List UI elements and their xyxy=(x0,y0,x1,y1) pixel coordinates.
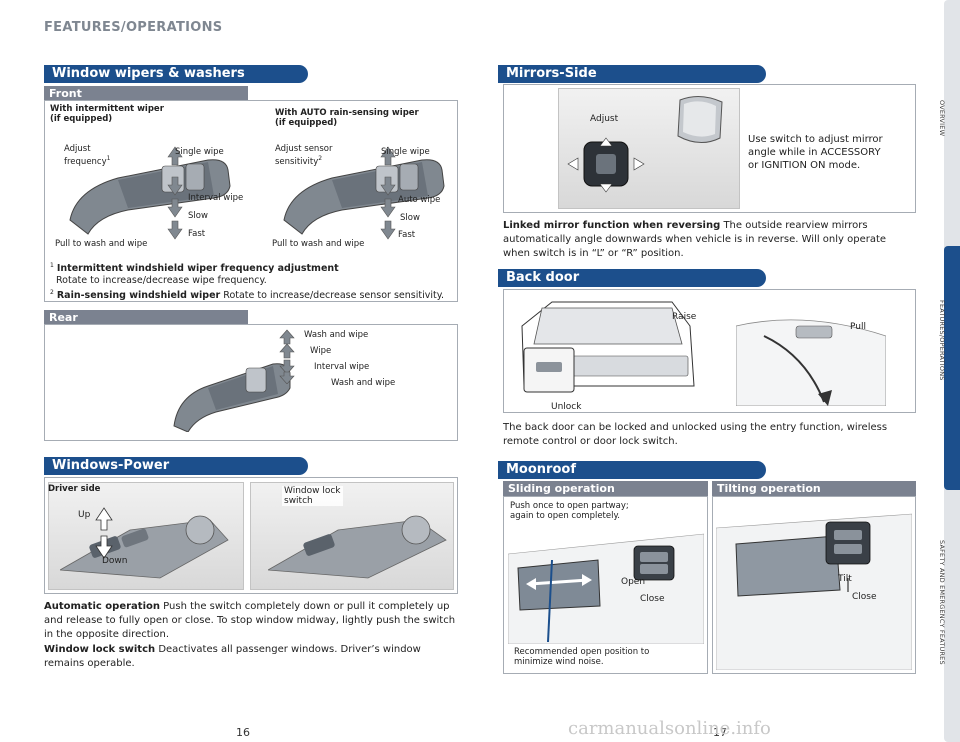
front-subbar: Front xyxy=(44,86,248,101)
intermittent-wiper-stalk-illustration xyxy=(69,159,231,235)
lock-door-illustration xyxy=(268,515,447,579)
adjust-sensor-line1: Adjust sensor xyxy=(275,144,333,154)
slow-label-left: Slow xyxy=(188,211,208,221)
footnote-2-marker: 2 xyxy=(50,289,54,297)
backdoor-unlock-label: Unlock xyxy=(551,402,582,412)
pull-wash-label-left: Pull to wash and wipe xyxy=(55,239,148,249)
vehicle-rear-illustration xyxy=(521,301,695,393)
mirrors-section-banner: Mirrors-Side xyxy=(498,65,766,83)
recommended-position-text: Recommended open position to minimize wi… xyxy=(514,647,650,667)
single-wipe-label-left: Single wipe xyxy=(175,147,224,157)
rear-wash-and-wipe-bottom: Wash and wipe xyxy=(331,378,396,388)
automatic-operation-title: Automatic operation xyxy=(44,601,160,612)
driver-side-label: Driver side xyxy=(48,484,101,494)
window-down-label: Down xyxy=(102,556,128,566)
fast-label-left: Fast xyxy=(188,229,206,239)
moonroof-section-title: Moonroof xyxy=(506,462,576,477)
footnote-1-marker: 1 xyxy=(50,262,54,269)
rear-subbar: Rear xyxy=(44,310,248,325)
linked-mirror-text: The outside rearview mirrors automatical… xyxy=(503,220,887,259)
backdoor-section-banner: Back door xyxy=(498,269,766,287)
footnote-1-text: Rotate to increase/decrease wipe frequen… xyxy=(56,275,267,287)
linked-mirror-paragraph: Linked mirror function when reversing Th… xyxy=(503,219,916,261)
footnote-2-text: Rotate to increase/decrease sensor sensi… xyxy=(223,290,445,302)
backdoor-paragraph: The back door can be locked and unlocked… xyxy=(503,422,888,447)
sliding-operation-label: Sliding operation xyxy=(508,482,615,495)
sliding-moonroof-illustration xyxy=(508,533,704,644)
interval-wipe-label: Interval wipe xyxy=(188,193,244,203)
rear-interval-label: Interval wipe xyxy=(314,362,370,372)
automatic-operation-text: Push the switch completely down or pull … xyxy=(44,601,456,640)
rear-wiper-stalk-illustration xyxy=(173,363,291,432)
backdoor-section-title: Back door xyxy=(506,270,580,285)
tilting-operation-label: Tilting operation xyxy=(717,482,821,495)
slow-label-right: Slow xyxy=(400,213,420,223)
footnote-ref-1: 1 xyxy=(106,155,111,162)
auto-wipe-label: Auto wipe xyxy=(398,195,441,205)
up-down-arrows xyxy=(95,507,113,559)
front-label: Front xyxy=(49,87,82,100)
footnote-ref-2: 2 xyxy=(318,155,323,162)
page-header-title: FEATURES/OPERATIONS xyxy=(44,20,223,35)
auto-heading: With AUTO rain-sensing wiper (if equippe… xyxy=(275,108,419,128)
rear-wiper-arrows xyxy=(279,329,295,384)
moonroof-tilt-close-label: Close xyxy=(852,592,877,602)
mirror-adjust-label: Adjust xyxy=(590,114,619,124)
front-wiper-arrows-left xyxy=(167,146,183,240)
single-wipe-label-right: Single wipe xyxy=(381,147,430,157)
footnote-2: 2 Rain-sensing windshield wiper Rotate t… xyxy=(50,287,454,302)
moonroof-tilt-label: Tilt xyxy=(838,574,852,584)
page-number-left: 16 xyxy=(236,726,250,739)
window-lock-title: Window lock switch xyxy=(44,644,156,655)
tilting-moonroof-illustration xyxy=(716,513,912,670)
mirrors-section-title: Mirrors-Side xyxy=(506,66,597,81)
window-up-label: Up xyxy=(78,510,91,520)
footnote-2-title: Rain-sensing windshield wiper xyxy=(56,290,221,302)
sliding-subbar: Sliding operation xyxy=(503,481,708,496)
mirror-switch-illustration xyxy=(567,137,645,193)
adjust-sensor-line2: sensitivity xyxy=(275,156,319,167)
side-mirror-illustration xyxy=(677,96,723,143)
fast-label-right: Fast xyxy=(398,230,416,240)
tilting-subbar: Tilting operation xyxy=(712,481,916,496)
front-wiper-arrows-right xyxy=(380,146,396,240)
window-lock-paragraph: Window lock switch Deactivates all passe… xyxy=(44,643,458,671)
backdoor-raise-label: Raise xyxy=(672,312,697,322)
door-pull-illustration xyxy=(736,319,886,406)
windows-section-title: Windows-Power xyxy=(52,458,170,473)
moonroof-section-banner: Moonroof xyxy=(498,461,766,479)
footnote-1-title: Intermittent windshield wiper frequency … xyxy=(56,263,339,275)
adjust-frequency-label: Adjust frequency1 xyxy=(64,144,110,167)
adjust-sensor-label: Adjust sensor sensitivity2 xyxy=(275,144,332,167)
wipers-section-title: Window wipers & washers xyxy=(52,66,245,81)
windows-section-banner: Windows-Power xyxy=(44,457,308,475)
push-once-text: Push once to open partway; again to open… xyxy=(510,501,629,521)
automatic-operation-paragraph: Automatic operation Push the switch comp… xyxy=(44,600,458,642)
rear-label: Rear xyxy=(49,311,78,324)
watermark-text: carmanualsonline.info xyxy=(568,718,771,739)
wipers-section-banner: Window wipers & washers xyxy=(44,65,308,83)
pull-wash-label-right: Pull to wash and wipe xyxy=(272,239,365,249)
moonroof-open-label: Open xyxy=(621,577,646,587)
backdoor-pull-label: Pull xyxy=(850,322,866,332)
side-tab-features[interactable]: FEATURES/OPERATIONS xyxy=(938,300,946,381)
adjust-frequency-line1: Adjust xyxy=(64,144,91,154)
mirror-use-switch-text: Use switch to adjust mirror angle while … xyxy=(748,134,883,171)
moonroof-close-label: Close xyxy=(640,594,665,604)
side-tab-overview[interactable]: OVERVIEW xyxy=(938,100,946,137)
rear-wash-and-wipe-top: Wash and wipe xyxy=(304,330,369,340)
window-lock-switch-label: Window lock switch xyxy=(282,486,343,506)
page-number-right: 17 xyxy=(713,726,727,739)
linked-mirror-title: Linked mirror function when reversing xyxy=(503,220,721,231)
side-tab-safety[interactable]: SAFETY AND EMERGENCY FEATURES xyxy=(938,540,946,665)
side-tab-active[interactable] xyxy=(944,246,960,490)
wiper-footnotes: 1 Intermittent windshield wiper frequenc… xyxy=(50,260,454,302)
adjust-frequency-line2: frequency xyxy=(64,156,107,167)
footnote-1: 1 Intermittent windshield wiper frequenc… xyxy=(50,260,454,275)
intermittent-heading: With intermittent wiper (if equipped) xyxy=(50,104,164,124)
window-lock-text: Deactivates all passenger windows. Drive… xyxy=(44,644,421,669)
rear-wipe-label: Wipe xyxy=(310,346,332,356)
